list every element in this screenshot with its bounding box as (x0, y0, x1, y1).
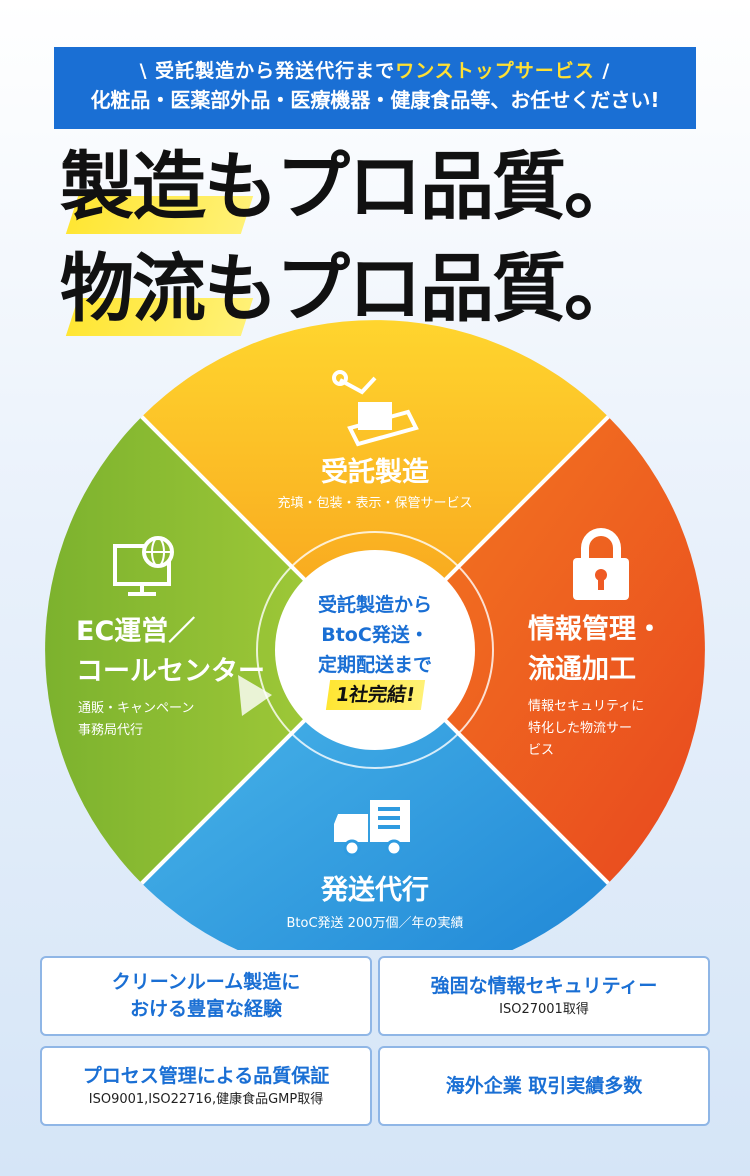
segment-right (375, 416, 705, 884)
feature-card-quality: プロセス管理による品質保証 ISO9001,ISO22716,健康食品GMP取得 (40, 1046, 372, 1126)
segment-left-title: EC運営／コールセンター (76, 616, 265, 687)
banner-line-2: 化粧品・医薬部外品・医療機器・健康食品等、お任せください! (90, 88, 660, 112)
segment-left-subtitle: 通販・キャンペーン事務局代行 (78, 701, 195, 738)
feature-card-cleanroom: クリーンルーム製造に おける豊富な経験 (40, 956, 372, 1036)
feature-card-security: 強固な情報セキュリティー ISO27001取得 (378, 956, 710, 1036)
segment-right-subtitle: 情報セキュリティに特化した物流サービス (528, 699, 645, 758)
segment-top-title: 受託製造 (321, 457, 429, 488)
factory-robot-icon (332, 370, 419, 447)
center-message: 受託製造から BtoC発送・ 定期配送まで 1社完結! (290, 590, 460, 710)
center-circle (275, 550, 475, 750)
segment-bottom-title: 発送代行 (321, 875, 429, 906)
feature-card-overseas: 海外企業 取引実績多数 (378, 1046, 710, 1126)
segment-top (141, 320, 609, 650)
banner-line-1: \ 受託製造から発送代行までワンストップサービス / (139, 60, 611, 82)
headline-line-1: 製造もプロ品質。 (60, 144, 638, 230)
service-wheel (45, 320, 705, 950)
monitor-globe-icon (113, 536, 174, 596)
segment-top-subtitle: 充填・包装・表示・保管サービス (277, 496, 473, 511)
lock-icon (573, 528, 629, 600)
segment-bottom-subtitle: BtoC発送 200万個／年の実績 (286, 916, 464, 931)
segment-left (45, 416, 376, 884)
truck-icon (334, 800, 410, 857)
banner-highlight: ワンストップサービス (395, 60, 595, 82)
cycle-arrow-icon (238, 675, 272, 716)
top-banner: \ 受託製造から発送代行までワンストップサービス / 化粧品・医薬部外品・医療機… (54, 47, 696, 129)
headline-line-2: 物流もプロ品質。 (60, 246, 638, 332)
segment-right-title: 情報管理・流通加工 (528, 614, 663, 685)
center-highlight: 1社完結! (325, 680, 425, 710)
